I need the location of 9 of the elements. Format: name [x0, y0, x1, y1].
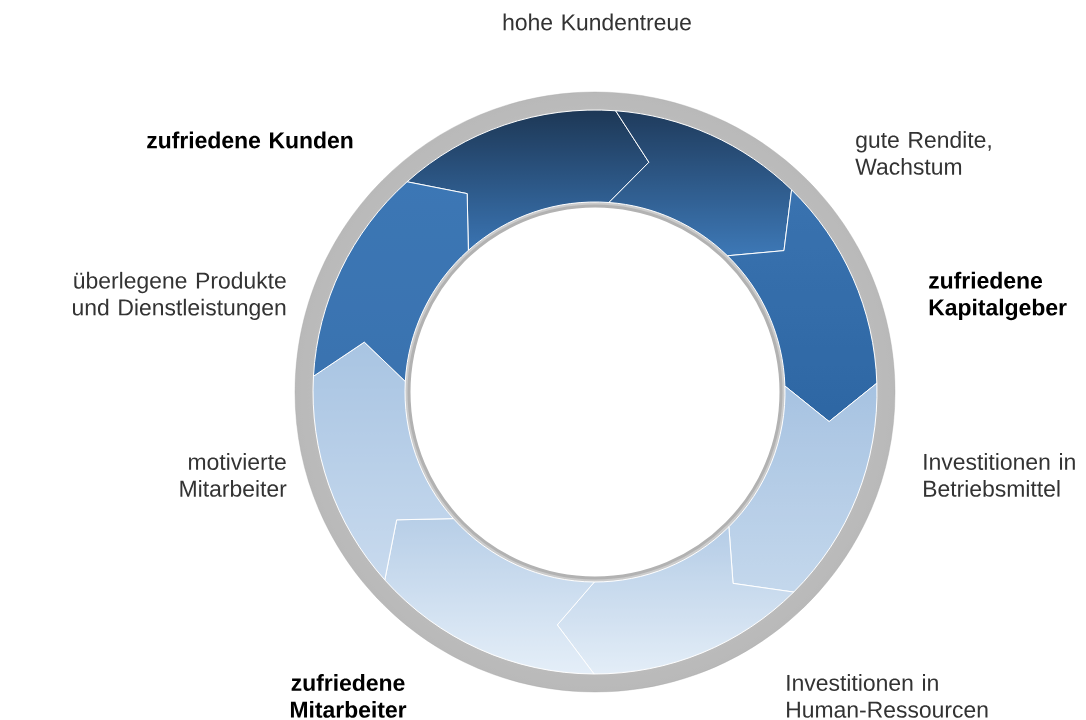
label: überlegene Produkte und Dienstleistungen [73, 271, 286, 321]
label: motivierte Mitarbeiter [180, 453, 287, 497]
label: zufriedene Mitarbeiter [290, 674, 407, 718]
label: gute Rendite, Wachstum [855, 131, 991, 175]
label: zufriedene Kunden [147, 131, 353, 149]
label: zufriedene Kapitalgeber [929, 271, 1067, 321]
label: Investitionen in Human-Ressourcen [787, 674, 988, 718]
label: Investitionen in Betriebsmittel [924, 453, 1075, 497]
label: hohe Kundentreue [503, 13, 691, 31]
